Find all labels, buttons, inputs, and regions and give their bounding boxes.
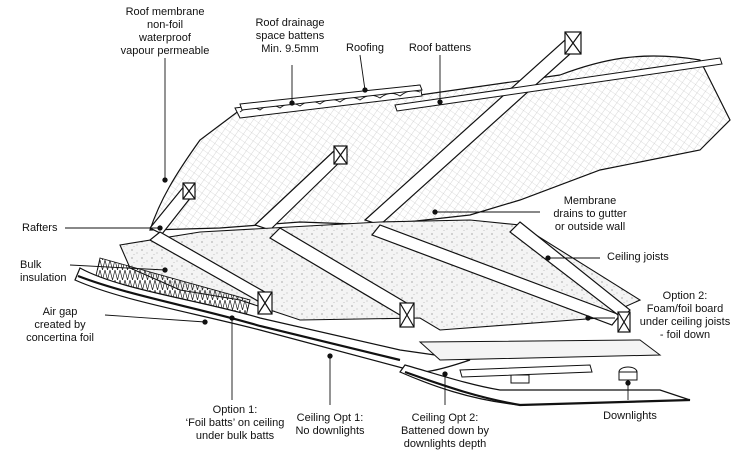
label-membrane-drains: Membrane drains to gutter or outside wal… — [553, 195, 627, 233]
label-roof-membrane: Roof membrane non-foil waterproof vapour… — [120, 6, 210, 57]
label-rafters: Rafters — [22, 222, 58, 234]
roof-membrane — [149, 55, 731, 231]
label-ceiling-opt1: Ceiling Opt 1: No downlights — [295, 412, 365, 437]
downlights — [459, 364, 638, 384]
label-roofing: Roofing — [346, 42, 384, 54]
roof-battens — [394, 57, 723, 112]
label-ceiling-joists: Ceiling joists — [607, 251, 669, 263]
label-option1: Option 1: ‘Foil batts’ on ceiling under … — [185, 404, 285, 442]
ceiling-joists — [148, 221, 631, 333]
foam-foil-board — [418, 339, 662, 361]
drainage-batten — [239, 84, 423, 111]
label-option2: Option 2: Foam/foil board under ceiling … — [639, 290, 731, 341]
label-bulk-insulation: Bulk insulation — [20, 259, 67, 284]
leader-lines — [65, 54, 631, 405]
label-roof-battens: Roof battens — [408, 42, 472, 54]
ceiling-sheet — [74, 267, 471, 373]
label-ceiling-opt2: Ceiling Opt 2: Battened down by downligh… — [400, 412, 490, 450]
label-roof-drainage: Roof drainage space battens Min. 9.5mm — [255, 17, 325, 55]
label-downlights: Downlights — [603, 410, 657, 422]
label-air-gap: Air gap created by concertina foil — [26, 306, 94, 344]
